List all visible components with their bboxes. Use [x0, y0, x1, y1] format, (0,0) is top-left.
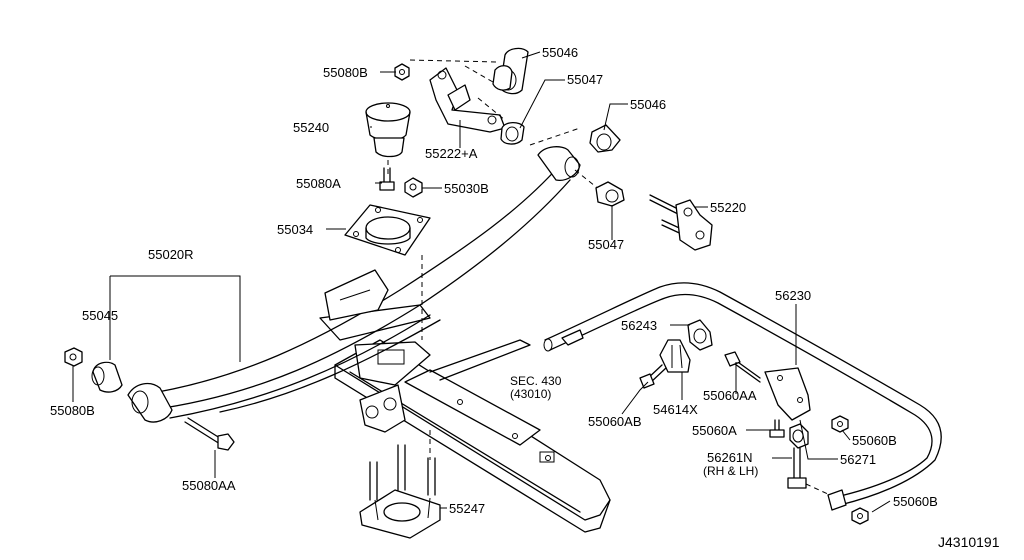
label-55060B-b: 55060B — [893, 494, 938, 509]
nut-55060B-upper — [831, 415, 849, 433]
nut-55030B — [404, 177, 423, 198]
label-55060AB: 55060AB — [588, 414, 642, 429]
label-55047-a: 55047 — [567, 72, 603, 87]
leaf-spring-55020R — [139, 146, 581, 419]
align-line-3 — [477, 97, 506, 121]
label-56261N-sub: (RH & LH) — [703, 464, 758, 478]
label-55080B-left: 55080B — [50, 403, 95, 418]
label-55046-b: 55046 — [630, 97, 666, 112]
label-54614X: 54614X — [653, 402, 698, 417]
label-55020R: 55020R — [148, 247, 194, 262]
label-55030B: 55030B — [444, 181, 489, 196]
label-55060A: 55060A — [692, 423, 737, 438]
label-sec-430: SEC. 430 — [510, 374, 562, 388]
bushing-55046-right — [589, 124, 621, 153]
leader-lines — [72, 51, 891, 513]
diagram-code: J4310191 — [938, 534, 1000, 550]
stabilizer-bar-56230 — [543, 282, 942, 511]
shackle-55220 — [649, 194, 713, 251]
callout-labels: 55080B 55046 55047 55240 55222+A 55046 5… — [50, 45, 1000, 550]
bracket-56271 — [764, 367, 811, 421]
bolt-55080A-top — [379, 167, 395, 191]
nut-55080B-top — [394, 63, 410, 81]
frame-rail — [334, 339, 611, 533]
bracket-55034 — [344, 204, 431, 256]
clamp-54614X — [659, 339, 691, 373]
bolt-55060AB — [639, 364, 667, 389]
spring-eye-bushing-55045 — [91, 361, 173, 423]
label-55240: 55240 — [293, 120, 329, 135]
label-56230: 56230 — [775, 288, 811, 303]
align-line-1 — [409, 59, 499, 63]
label-56271: 56271 — [840, 452, 876, 467]
label-55247: 55247 — [449, 501, 485, 516]
link-56261N — [787, 423, 831, 496]
bushing-55047-top — [500, 121, 525, 145]
label-55080B-top: 55080B — [323, 65, 368, 80]
label-55047-b: 55047 — [588, 237, 624, 252]
label-56261N: 56261N — [707, 450, 753, 465]
label-56243: 56243 — [621, 318, 657, 333]
bolt-55060A — [769, 419, 785, 438]
align-line-5 — [574, 169, 601, 191]
bolt-55060AA — [724, 351, 761, 383]
label-55220: 55220 — [710, 200, 746, 215]
align-line-4 — [529, 127, 581, 146]
label-55060B-a: 55060B — [852, 433, 897, 448]
label-55034: 55034 — [277, 222, 313, 237]
label-55222A: 55222+A — [425, 146, 478, 161]
bushing-56243 — [687, 319, 713, 351]
label-55046-a: 55046 — [542, 45, 578, 60]
nut-55060B-lower — [851, 507, 869, 525]
align-line-2 — [464, 65, 501, 87]
bushing-55047-right — [595, 181, 625, 207]
label-55080AA: 55080AA — [182, 478, 236, 493]
label-sec-43010: (43010) — [510, 387, 551, 401]
label-55080A-a: 55080A — [296, 176, 341, 191]
label-55060AA: 55060AA — [703, 388, 757, 403]
bushing-55046-top — [492, 47, 529, 95]
u-bolt-plate-55247 — [359, 444, 441, 539]
shackle-55222A — [429, 67, 506, 133]
label-55045: 55045 — [82, 308, 118, 323]
nut-55080B-left — [64, 347, 83, 367]
bolt-55080AA — [184, 417, 235, 451]
bump-stop-55240 — [365, 102, 411, 178]
